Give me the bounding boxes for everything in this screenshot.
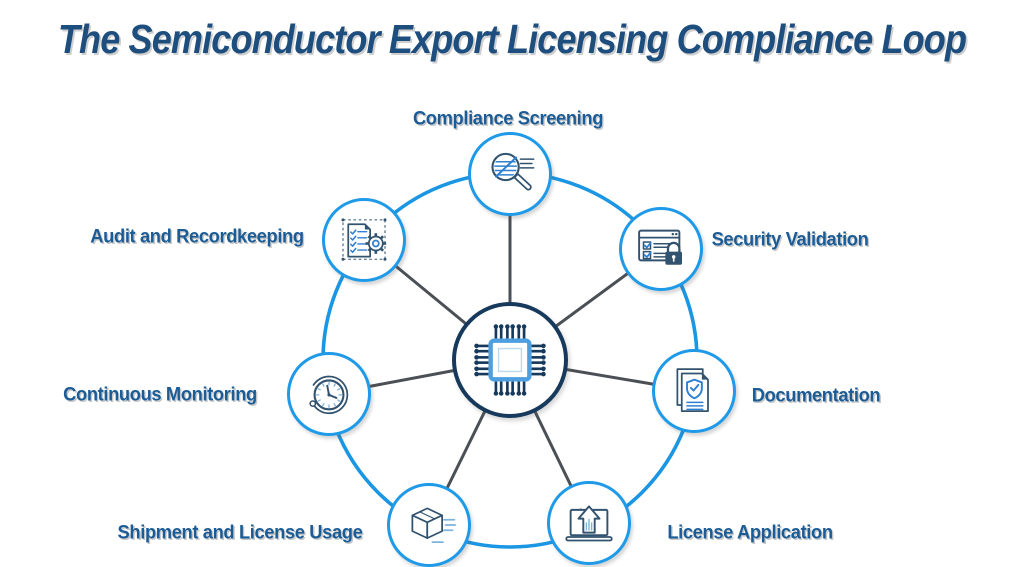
node-label-continuous-monitoring: Continuous Monitoring xyxy=(63,383,257,406)
node-security-validation xyxy=(619,207,703,291)
checklist-lock-icon xyxy=(638,229,682,265)
node-shipment-license-usage xyxy=(387,483,471,567)
upload-laptop-icon xyxy=(565,505,613,542)
microchip-icon xyxy=(472,324,548,398)
node-audit-recordkeeping xyxy=(322,198,406,282)
checklist-gear-icon xyxy=(341,218,387,261)
shield-document-icon xyxy=(676,368,709,412)
node-label-audit-recordkeeping: Audit and Recordkeeping xyxy=(90,225,304,248)
shipping-box-icon xyxy=(411,507,457,543)
diagram-title: The Semiconductor Export Licensing Compl… xyxy=(57,16,967,62)
node-label-license-application: License Application xyxy=(667,521,833,544)
node-label-security-validation: Security Validation xyxy=(711,228,869,251)
node-continuous-monitoring xyxy=(287,352,371,436)
node-label-documentation: Documentation xyxy=(751,384,881,407)
monitoring-clock-icon xyxy=(309,375,349,415)
node-compliance-screening xyxy=(468,132,552,216)
center-node xyxy=(452,302,568,418)
node-license-application xyxy=(547,481,631,565)
node-label-compliance-screening: Compliance Screening xyxy=(412,107,604,130)
screening-magnifier-icon xyxy=(491,152,535,191)
node-documentation xyxy=(652,349,736,433)
node-label-shipment-license-usage: Shipment and License Usage xyxy=(117,521,363,544)
